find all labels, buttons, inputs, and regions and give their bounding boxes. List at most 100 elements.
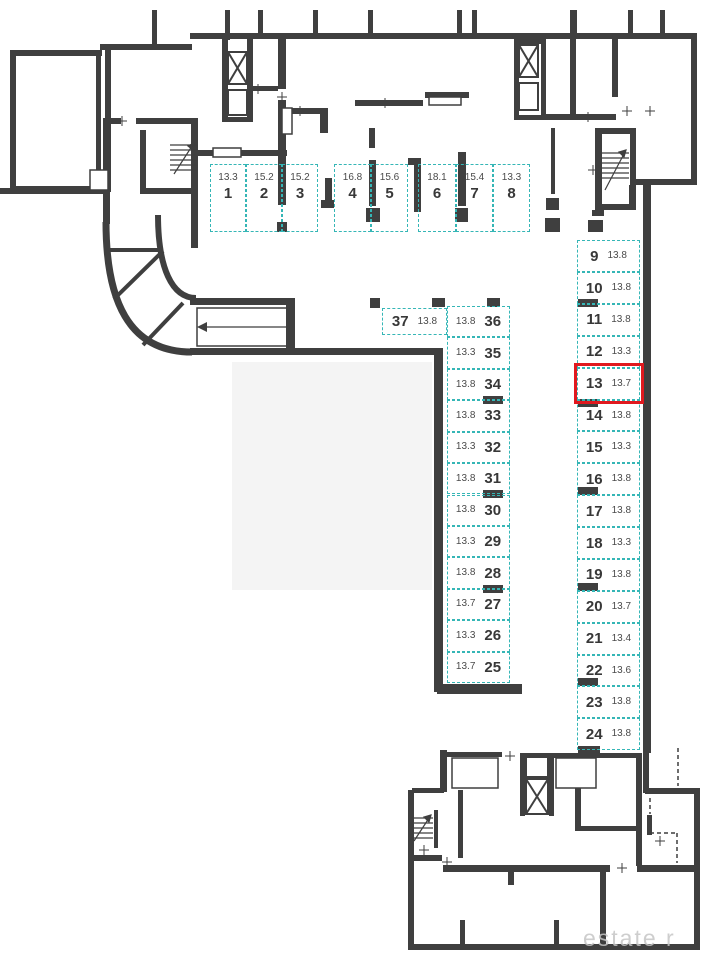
spot-area: 13.8 [611, 505, 632, 517]
parking-spot[interactable]: 13.8 28 [447, 557, 510, 589]
door-dashes [649, 748, 679, 863]
parking-spot[interactable]: 13.8 31 [447, 463, 510, 495]
void-area [232, 362, 432, 590]
spot-number: 21 [585, 630, 603, 648]
spot-number: 20 [585, 598, 603, 616]
parking-spot[interactable]: 21 13.4 [577, 622, 640, 655]
parking-spot[interactable]: 24 13.8 [577, 718, 640, 751]
spot-number: 6 [432, 185, 442, 202]
spot-area: 13.3 [455, 441, 476, 453]
spot-number: 5 [385, 185, 394, 202]
spot-number: 23 [585, 693, 603, 711]
spot-number: 31 [484, 470, 502, 488]
parking-spot[interactable]: 10 13.8 [577, 272, 640, 304]
spot-area: 18.1 [427, 172, 447, 183]
selected-spot-highlight [573, 362, 644, 404]
parking-spot[interactable]: 16 13.8 [577, 463, 640, 496]
spot-number: 1 [223, 185, 233, 202]
spot-area: 13.8 [607, 250, 627, 262]
spot-number: 22 [585, 662, 603, 679]
spot-number: 16 [585, 470, 603, 488]
spot-area: 13.8 [455, 315, 476, 327]
stairs-icon [411, 814, 433, 842]
spot-area: 13.7 [455, 598, 476, 610]
spot-number: 13 [585, 375, 603, 393]
spot-number: 28 [484, 564, 502, 582]
spot-area: 13.8 [611, 728, 632, 740]
elevator-icon [518, 44, 539, 111]
spot-number: 15 [585, 438, 603, 456]
window-boxes [89, 96, 597, 789]
spot-area: 13.8 [417, 315, 438, 327]
spot-number: 18 [585, 534, 603, 552]
spot-number: 29 [484, 533, 502, 551]
spot-number: 10 [585, 279, 603, 297]
spot-area: 15.2 [254, 172, 274, 183]
spot-area: 13.8 [455, 567, 476, 579]
stairs-icon [170, 141, 197, 175]
spot-number: 27 [484, 595, 502, 613]
spot-area: 13.8 [611, 409, 632, 421]
spot-number: 24 [585, 725, 603, 743]
spot-area: 13.7 [611, 377, 632, 389]
spot-number: 37 [391, 313, 409, 330]
spot-area: 13.3 [611, 537, 632, 548]
parking-spot[interactable]: 37 13.8 [382, 308, 447, 335]
spot-area: 15.6 [379, 172, 400, 183]
parking-spot[interactable]: 19 13.8 [577, 558, 640, 591]
spot-number: 25 [484, 658, 502, 676]
parking-spot[interactable]: 18 13.3 [577, 527, 640, 559]
parking-spot[interactable]: 13.3 35 [447, 337, 510, 369]
spot-area: 13.8 [611, 568, 632, 580]
spot-area: 13.3 [611, 345, 632, 357]
parking-spot[interactable]: 23 13.8 [577, 686, 640, 719]
spot-area: 13.4 [611, 632, 632, 644]
spot-number: 19 [585, 566, 603, 584]
spot-area: 13.8 [611, 473, 632, 485]
spot-area: 13.3 [218, 172, 238, 183]
spot-number: 14 [585, 407, 603, 424]
spot-area: 13.8 [611, 696, 632, 708]
spot-area: 13.3 [455, 535, 476, 547]
spot-area: 16.8 [342, 172, 363, 183]
spot-area: 13.8 [455, 472, 476, 484]
parking-spot[interactable]: 13.3 29 [447, 525, 510, 558]
spot-area: 13.8 [611, 282, 632, 293]
spot-area: 13.3 [455, 347, 476, 359]
spot-area: 13.8 [455, 409, 476, 421]
spot-number: 3 [295, 185, 305, 202]
spot-area: 15.4 [464, 172, 485, 183]
spot-number: 8 [507, 185, 516, 202]
parking-spot[interactable]: 14 13.8 [577, 399, 640, 432]
parking-spot-selected[interactable]: 13 13.7 [577, 367, 640, 400]
spot-number: 4 [348, 185, 357, 202]
parking-spot[interactable]: 13.7 27 [447, 588, 510, 621]
spot-number: 35 [484, 344, 502, 362]
watermark: estate r [583, 925, 676, 951]
spot-area: 13.8 [455, 504, 476, 516]
spot-number: 11 [586, 311, 603, 329]
